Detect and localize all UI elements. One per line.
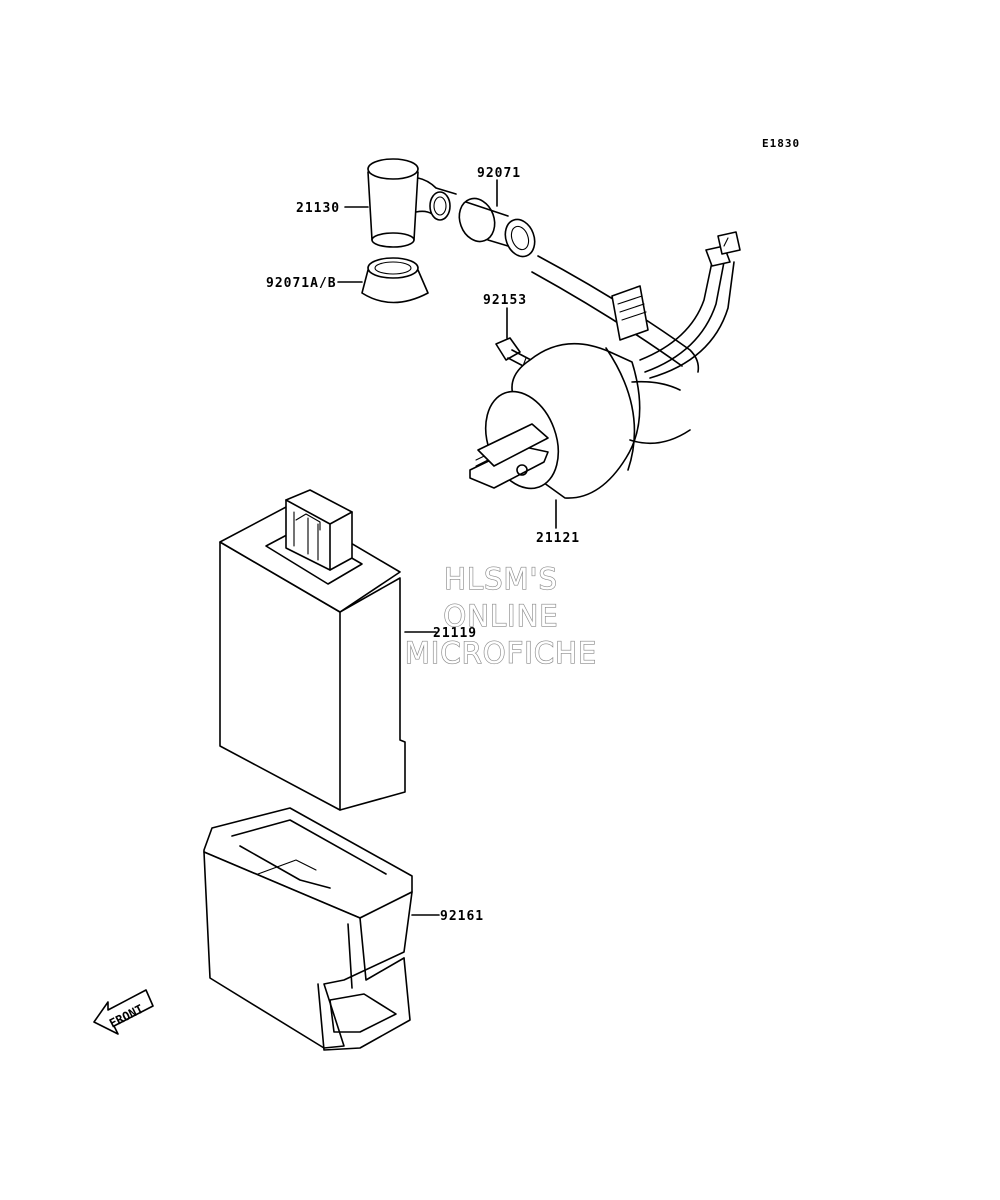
front-direction-arrow: FRONT bbox=[93, 989, 154, 1035]
part-number-21119[interactable]: 21119 bbox=[433, 626, 477, 641]
spark-plug-cap-illustration[interactable] bbox=[367, 158, 457, 248]
part-number-92071ab[interactable]: 92071A/B bbox=[266, 276, 337, 291]
grommet-illustration[interactable] bbox=[454, 194, 540, 261]
part-number-21121[interactable]: 21121 bbox=[536, 531, 580, 546]
part-number-92161[interactable]: 92161 bbox=[440, 909, 484, 924]
seal-illustration[interactable] bbox=[361, 257, 429, 304]
diagram-code: E1830 bbox=[762, 137, 800, 150]
high-tension-lead bbox=[537, 255, 700, 373]
ignition-coil-illustration[interactable] bbox=[469, 231, 741, 499]
watermark-line-3: MICROFICHE bbox=[405, 636, 597, 670]
cdi-unit-illustration[interactable] bbox=[219, 489, 406, 811]
part-number-92153[interactable]: 92153 bbox=[483, 293, 527, 308]
part-number-92071[interactable]: 92071 bbox=[477, 166, 521, 181]
bracket-case-illustration[interactable] bbox=[203, 807, 413, 1051]
high-tension-lead-lower-edge bbox=[531, 271, 683, 367]
part-number-21130[interactable]: 21130 bbox=[296, 201, 340, 216]
watermark-line-2: ONLINE bbox=[443, 599, 558, 633]
watermark-line-1: HLSM'S bbox=[444, 562, 558, 596]
